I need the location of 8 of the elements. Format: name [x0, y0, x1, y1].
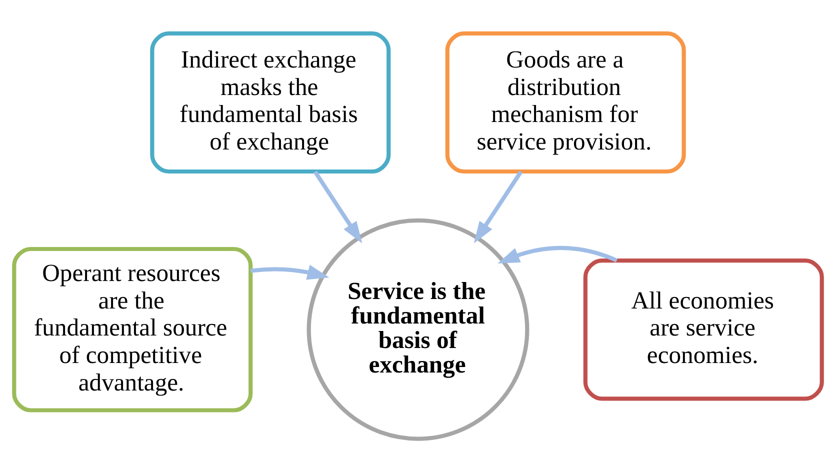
node-box: Operant resources are the fundamental source of competitive advantage. — [12, 246, 253, 412]
arrow — [474, 170, 523, 244]
node-box: Goods are a distribution mechanism for service provision. — [445, 31, 686, 174]
node-box: Indirect exchange masks the fundamental basis of exchange — [150, 31, 391, 174]
arrow — [313, 170, 362, 244]
arrow — [250, 264, 330, 280]
node-box: All economies are service economies. — [583, 258, 824, 401]
arrow — [498, 246, 618, 264]
